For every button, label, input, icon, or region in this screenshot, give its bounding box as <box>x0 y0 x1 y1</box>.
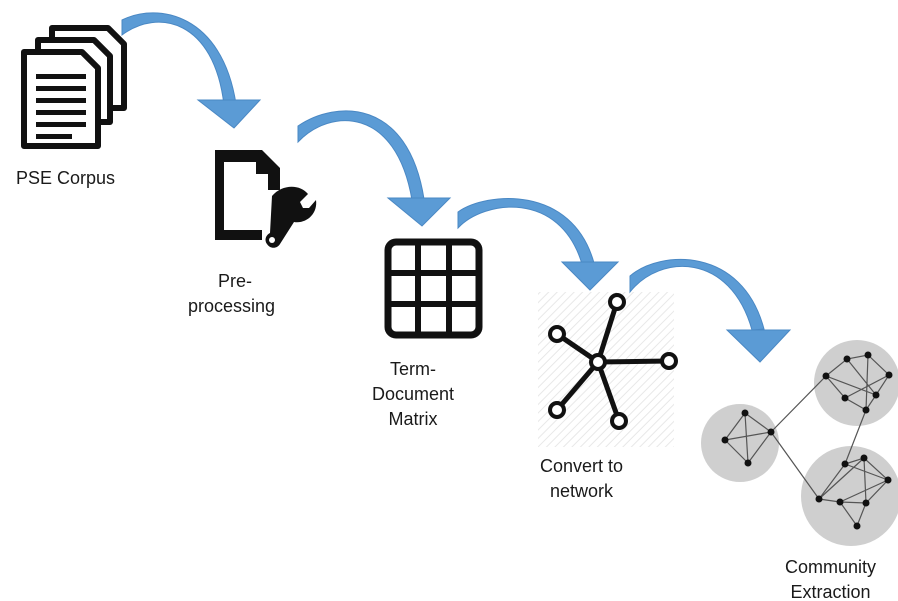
label-community-extraction: Community Extraction <box>785 557 877 601</box>
community-graph-icon <box>698 340 898 550</box>
arrow-matrix-to-network <box>457 198 620 291</box>
document-wrench-icon <box>207 125 317 280</box>
grid-matrix-icon <box>376 230 488 345</box>
label-pre-processing: Pre- processing <box>188 271 276 316</box>
arrow-network-to-community <box>629 259 792 363</box>
label-pse-corpus: PSE Corpus <box>16 168 116 188</box>
documents-stack-icon <box>10 18 127 170</box>
arrow-preprocessing-to-matrix <box>297 110 452 227</box>
label-convert-to-network: Convert to network <box>540 456 624 501</box>
flow-arrows <box>121 12 792 363</box>
label-term-document-matrix: Term- Document Matrix <box>372 359 455 429</box>
arrow-corpus-to-preprocessing <box>121 12 262 129</box>
star-network-icon <box>538 292 678 447</box>
